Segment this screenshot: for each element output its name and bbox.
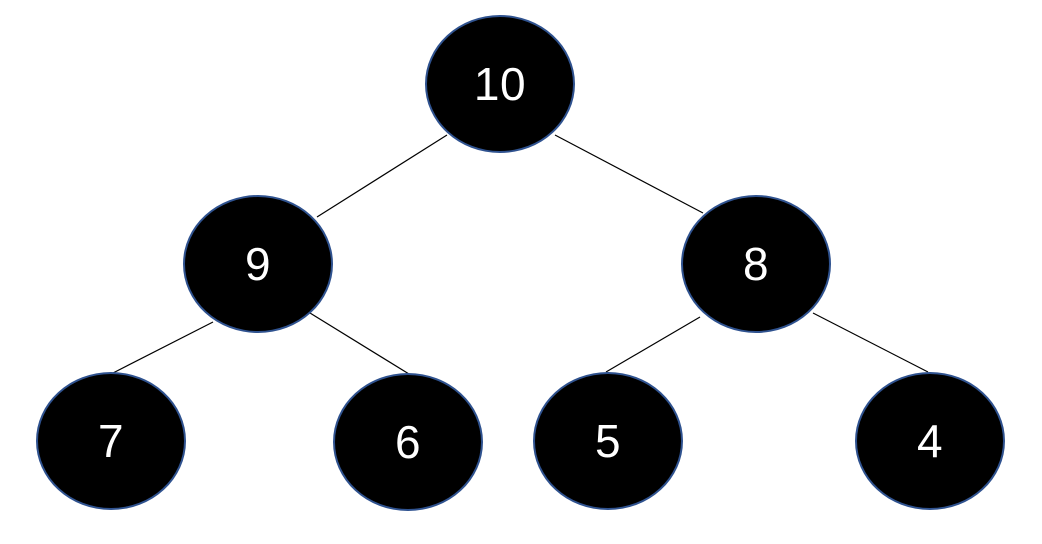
tree-node-7: 7 [36, 372, 186, 510]
node-label-4: 4 [916, 415, 944, 467]
tree-node-8: 8 [681, 195, 831, 333]
tree-edge-9-7 [112, 321, 214, 374]
node-label-8: 8 [742, 238, 770, 290]
tree-node-10: 10 [425, 15, 575, 153]
tree-node-9: 9 [183, 195, 333, 333]
tree-edge-8-4 [812, 312, 929, 373]
node-label-7: 7 [97, 415, 125, 467]
tree-node-5: 5 [533, 372, 683, 510]
node-label-5: 5 [594, 415, 622, 467]
tree-edge-9-6 [309, 312, 410, 375]
tree-node-6: 6 [333, 373, 483, 511]
tree-edge-8-5 [605, 316, 701, 373]
tree-edge-10-8 [554, 134, 704, 214]
node-label-10: 10 [473, 58, 527, 110]
node-label-9: 9 [244, 238, 272, 290]
node-label-6: 6 [394, 416, 422, 468]
tree-node-4: 4 [855, 372, 1005, 510]
tree-edge-10-9 [316, 134, 448, 218]
